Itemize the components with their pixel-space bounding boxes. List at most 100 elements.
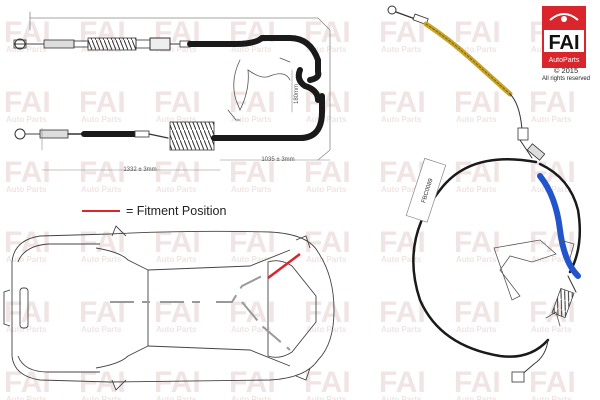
- watermark-tagline: Auto Parts: [456, 325, 497, 334]
- front-left-wheel: [3, 289, 11, 327]
- watermark-tagline: Auto Parts: [156, 185, 197, 194]
- watermark-brand: FAI: [304, 16, 351, 49]
- watermark-tagline: Auto Parts: [156, 325, 197, 334]
- watermark-tagline: Auto Parts: [81, 185, 122, 194]
- watermark-tagline: Auto Parts: [6, 325, 47, 334]
- upper-cable-assembly: [13, 35, 322, 103]
- watermark-tagline: Auto Parts: [81, 115, 122, 124]
- watermark-tagline: Auto Parts: [6, 115, 47, 124]
- watermark-tagline: Auto Parts: [156, 115, 197, 124]
- watermark-brand: FAI: [379, 296, 426, 329]
- lower-cable-assembly: [14, 93, 325, 151]
- watermark-brand: FAI: [304, 366, 351, 399]
- watermark-tagline: Auto Parts: [6, 255, 47, 264]
- watermark-tagline: Auto Parts: [306, 115, 347, 124]
- watermark-tagline: Auto Parts: [6, 185, 47, 194]
- fai-logo-icon: FAI AutoParts: [542, 6, 586, 68]
- watermark-tagline: Auto Parts: [156, 45, 197, 54]
- watermark-tagline: Auto Parts: [456, 185, 497, 194]
- watermark-tagline: Auto Parts: [381, 115, 422, 124]
- watermark-brand: FAI: [4, 86, 51, 119]
- watermark-tagline: Auto Parts: [6, 395, 47, 400]
- section-length-dimension: 1035 ± 3mm: [261, 157, 294, 163]
- fai-logo: FAI AutoParts: [542, 6, 586, 68]
- overall-length-dimension: 1332 ± 3mm: [123, 167, 156, 173]
- watermark-tagline: Auto Parts: [456, 45, 497, 54]
- watermark-tagline: Auto Parts: [231, 185, 272, 194]
- watermark-tagline: Auto Parts: [531, 255, 572, 264]
- watermark-brand: FAI: [454, 86, 501, 119]
- watermark-brand: FAI: [79, 156, 126, 189]
- watermark-tagline: Auto Parts: [306, 185, 347, 194]
- watermark-tagline: Auto Parts: [231, 255, 272, 264]
- watermark-tagline: Auto Parts: [531, 115, 572, 124]
- watermark-brand: FAI: [454, 156, 501, 189]
- watermark-tagline: Auto Parts: [381, 325, 422, 334]
- copyright-notice: © 2015 All rights reserved: [536, 66, 596, 84]
- fitment-legend-label: = Fitment Position: [126, 204, 227, 218]
- vertical-dimension: 180mm: [294, 84, 300, 104]
- main-cable-loop: [412, 158, 550, 358]
- copyright-rights: All rights reserved: [541, 76, 591, 82]
- windshield: [95, 247, 149, 369]
- watermark-tagline: Auto Parts: [81, 255, 122, 264]
- watermark-brand: FAI: [304, 156, 351, 189]
- watermark-brand: FAI: [454, 296, 501, 329]
- watermark-brand: FAI: [454, 226, 501, 259]
- watermark-brand: FAI: [229, 156, 276, 189]
- fitment-legend: = Fitment Position: [82, 202, 226, 220]
- loop-bracket: [233, 59, 291, 111]
- watermark-brand: FAI: [454, 366, 501, 399]
- watermark-tagline: Auto Parts: [381, 185, 422, 194]
- watermark-brand: FAI: [4, 156, 51, 189]
- watermark-tagline: Auto Parts: [306, 45, 347, 54]
- watermark-tagline: Auto Parts: [156, 395, 197, 400]
- watermark-brand: FAI: [4, 226, 51, 259]
- mounting-bracket: [493, 239, 557, 301]
- cable-route: [110, 275, 291, 351]
- watermark-tagline: Auto Parts: [231, 325, 272, 334]
- rear-window: [267, 260, 317, 358]
- watermark-brand: FAI: [154, 86, 201, 119]
- watermark-brand: FAI: [454, 16, 501, 49]
- watermark-tagline: Auto Parts: [456, 115, 497, 124]
- watermark-brand: FAI: [304, 296, 351, 329]
- fitment-marker: [267, 253, 301, 279]
- cable-tag: FBC0089: [405, 157, 447, 223]
- watermark-tagline: Auto Parts: [231, 115, 272, 124]
- watermark-brand: FAI: [304, 226, 351, 259]
- copyright-year: © 2015: [553, 66, 579, 75]
- watermark-tagline: Auto Parts: [456, 255, 497, 264]
- watermark-tagline: Auto Parts: [6, 45, 47, 54]
- cable-technical-drawing: 180mm 1332 ± 3mm 1035 ± 3mm: [13, 11, 331, 173]
- car-outline: [3, 225, 335, 391]
- fitment-legend-swatch: [82, 210, 120, 212]
- watermark-brand: FAI: [154, 156, 201, 189]
- watermark-tagline: Auto Parts: [531, 395, 572, 400]
- blue-sheath: [537, 173, 581, 279]
- watermark-tagline: Auto Parts: [531, 325, 572, 334]
- watermark-tagline: Auto Parts: [306, 395, 347, 400]
- watermark-tagline: Auto Parts: [381, 255, 422, 264]
- watermark-tagline: Auto Parts: [306, 255, 347, 264]
- watermark-tagline: Auto Parts: [231, 395, 272, 400]
- watermark-tagline: Auto Parts: [81, 395, 122, 400]
- car-body: [11, 230, 335, 383]
- logo-text: FAI: [548, 32, 579, 54]
- watermark-brand: FAI: [379, 366, 426, 399]
- watermark-brand: FAI: [79, 86, 126, 119]
- watermark-tagline: Auto Parts: [381, 45, 422, 54]
- watermark-tagline: Auto Parts: [156, 255, 197, 264]
- watermark-brand: FAI: [529, 86, 576, 119]
- dimension-frame-top: [29, 11, 331, 161]
- watermark-brand: FAI: [229, 366, 276, 399]
- watermark-brand: FAI: [79, 366, 126, 399]
- watermark-brand: FAI: [379, 86, 426, 119]
- watermark-tagline: Auto Parts: [306, 325, 347, 334]
- watermark-tagline: Auto Parts: [81, 325, 122, 334]
- watermark-brand: FAI: [154, 366, 201, 399]
- cable-product-drawing: FBC0089: [387, 5, 582, 383]
- watermark-tagline: Auto Parts: [456, 395, 497, 400]
- watermark-tagline: Auto Parts: [381, 395, 422, 400]
